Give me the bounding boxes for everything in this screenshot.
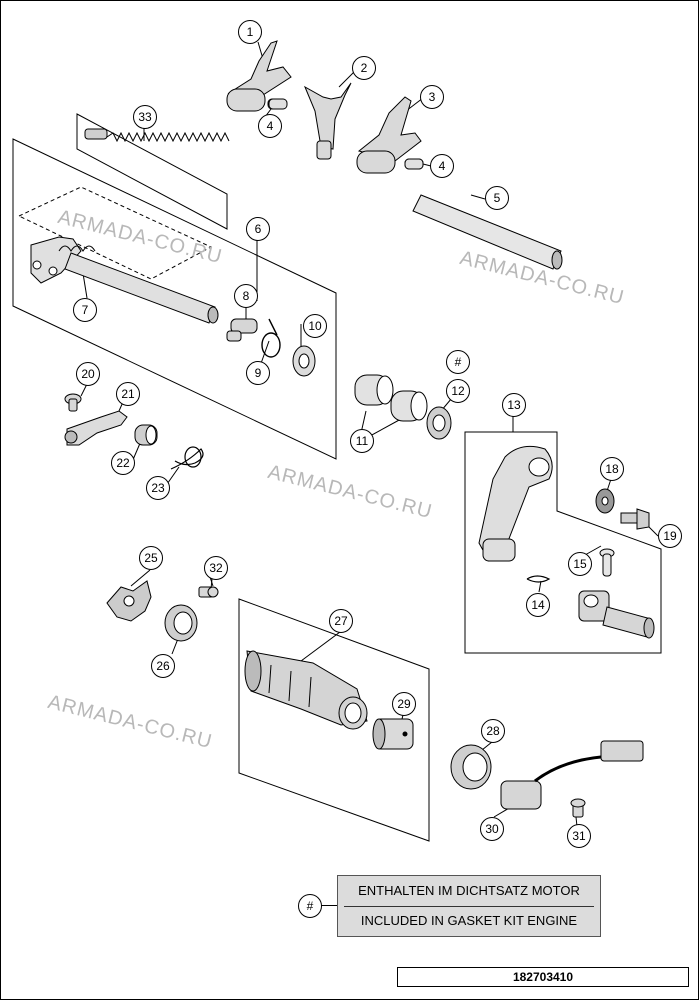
part-shift-fork-2 (303, 82, 352, 160)
drawing-number: 182703410 (397, 967, 689, 987)
frame-gear-lever-group (464, 431, 662, 654)
legend-symbol: # (298, 894, 322, 918)
callout-4: 4 (258, 114, 282, 138)
part-bolt-19 (620, 508, 650, 530)
frame-shift-drum-group (238, 598, 430, 842)
part-fork-rod-5 (412, 194, 563, 270)
part-spring-33 (84, 128, 230, 143)
callout-21: 21 (116, 382, 140, 406)
callout-20: 20 (76, 362, 100, 386)
callout-11: 11 (350, 429, 374, 453)
part-gear-sensor-29 (372, 718, 414, 750)
callout-18: 18 (600, 457, 624, 481)
part-roller-22 (134, 424, 158, 446)
part-shift-tip (578, 590, 655, 639)
callout-13: 13 (502, 393, 526, 417)
part-shift-drum-27 (244, 650, 368, 730)
callout-5: 5 (485, 186, 509, 210)
callout-25: 25 (139, 546, 163, 570)
callout-26: 26 (151, 654, 175, 678)
legend-connector (321, 905, 337, 906)
legend-line-german: ENTHALTEN IM DICHTSATZ MOTOR (358, 883, 580, 898)
callout-32: 32 (204, 556, 228, 580)
callout-22: 22 (111, 451, 135, 475)
frame-inner-dashed (17, 186, 213, 280)
part-screw-31 (570, 798, 586, 818)
callout-hash: # (446, 350, 470, 374)
part-washer-10 (292, 345, 316, 377)
part-star-cam-25 (106, 580, 152, 622)
callout-9: 9 (246, 361, 270, 385)
part-seal-ring-28 (450, 744, 492, 790)
part-small-lever-8 (226, 318, 258, 342)
part-needle-bearings-11 (354, 374, 428, 422)
frame-spring-33 (76, 113, 228, 230)
legend-box: ENTHALTEN IM DICHTSATZ MOTOR INCLUDED IN… (337, 875, 601, 937)
part-pins-4 (268, 98, 424, 170)
legend-divider (344, 906, 594, 907)
legend-line-english: INCLUDED IN GASKET KIT ENGINE (360, 913, 578, 928)
callout-28: 28 (481, 719, 505, 743)
callout-33: 33 (133, 105, 157, 129)
part-washer-18 (595, 488, 615, 514)
callout-7: 7 (73, 298, 97, 322)
part-pin-15 (599, 548, 615, 577)
callout-4: 4 (430, 154, 454, 178)
part-screw-32 (198, 586, 219, 598)
part-shift-lever-13 (478, 445, 553, 562)
callout-10: 10 (303, 314, 327, 338)
callout-27: 27 (329, 609, 353, 633)
part-spring-23 (170, 446, 204, 470)
part-detent-lever-21 (64, 410, 128, 446)
callout-8: 8 (234, 284, 258, 308)
part-circlip-9 (261, 318, 281, 358)
callout-31: 31 (567, 824, 591, 848)
callout-23: 23 (146, 476, 170, 500)
callout-3: 3 (420, 85, 444, 109)
callout-2: 2 (352, 56, 376, 80)
frame-shift-shaft-group (12, 138, 337, 460)
callout-30: 30 (480, 817, 504, 841)
callout-6: 6 (246, 217, 270, 241)
callout-1: 1 (238, 20, 262, 44)
callout-29: 29 (392, 692, 416, 716)
part-sensor-cable-30 (500, 740, 644, 810)
part-screw-20 (64, 393, 82, 412)
callout-19: 19 (658, 524, 682, 548)
part-bearing-26 (164, 604, 198, 642)
callout-14: 14 (526, 593, 550, 617)
part-shaft-seal-12 (426, 406, 452, 440)
callout-15: 15 (568, 552, 592, 576)
callout-12: 12 (446, 379, 470, 403)
part-clip-14 (526, 575, 551, 583)
part-shift-shaft-6 (30, 236, 219, 324)
